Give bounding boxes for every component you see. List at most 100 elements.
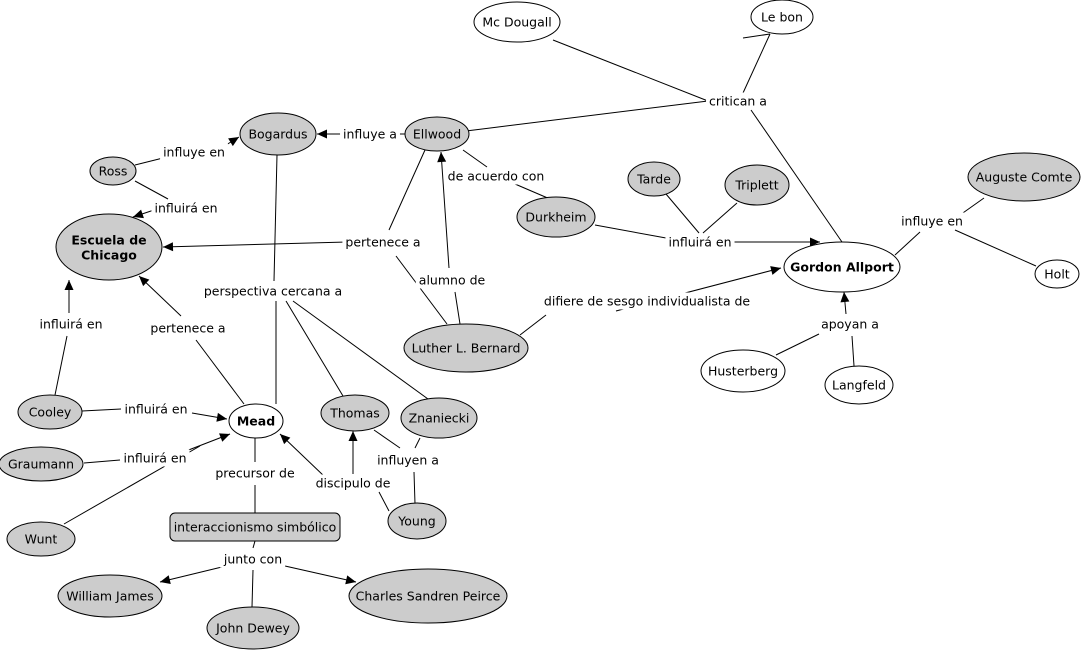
link-label-background [340, 125, 400, 143]
concept-label: Auguste Comte [976, 170, 1073, 185]
concept-tarde[interactable]: Tarde [627, 161, 681, 197]
concept-comte[interactable]: Auguste Comte [967, 152, 1081, 202]
concept-label: Thomas [329, 406, 380, 421]
concept-triplett[interactable]: Triplett [724, 164, 790, 206]
connector-line [514, 183, 551, 200]
link-label-background [212, 464, 298, 482]
concept-bernard[interactable]: Luther L. Bernard [403, 323, 529, 373]
concept-shape [6, 521, 76, 557]
concept-mead[interactable]: Mead [228, 403, 284, 439]
connector-line [519, 314, 547, 336]
concept-peirce[interactable]: Charles Sandren Peirce [348, 568, 508, 624]
link-label-background [147, 319, 229, 337]
link-label-text: apoyan a [821, 317, 879, 332]
link-label-text: influirá en [124, 402, 187, 417]
connector-line [594, 224, 667, 239]
concept-cooley[interactable]: Cooley [17, 394, 83, 430]
concept-label: interaccionismo simbólico [174, 520, 337, 535]
concept-shape [169, 512, 341, 542]
link-label-pertenece-ellwood: pertenece a [342, 233, 424, 251]
link-label-background [898, 212, 966, 230]
concept-lebon[interactable]: Le bon [750, 0, 814, 35]
connector-line [742, 33, 771, 94]
link-label-background [665, 233, 735, 251]
connector-line [665, 193, 700, 234]
arrowhead [219, 433, 230, 442]
link-label-perspectiva: perspectiva cercana a [200, 282, 346, 300]
concept-znaniecki[interactable]: Znaniecki [400, 397, 478, 439]
connector-line [414, 437, 421, 449]
link-label-background [160, 143, 228, 161]
concept-james[interactable]: William James [57, 574, 163, 618]
link-label-influira-ross: influirá en [151, 199, 221, 217]
concept-allport[interactable]: Gordon Allport [783, 241, 901, 293]
link-label-background [121, 400, 191, 418]
link-label-background [200, 282, 346, 300]
connector-line [159, 565, 227, 583]
concept-bogardus[interactable]: Bogardus [239, 112, 317, 156]
concept-shape [387, 502, 447, 540]
concept-shape [228, 403, 284, 439]
concept-shape [516, 196, 596, 238]
connector-line [465, 100, 709, 132]
connector-line [750, 109, 843, 243]
concept-shape [1034, 259, 1080, 289]
concept-label: Durkheim [525, 210, 586, 225]
concept-husterberg[interactable]: Husterberg [700, 349, 786, 393]
concept-shape [206, 606, 300, 650]
link-label-influira-cooley-esc: influirá en [36, 315, 106, 333]
concept-mcdougall[interactable]: Mc Dougall [473, 1, 561, 43]
concept-shape [627, 161, 681, 197]
concept-langfeld[interactable]: Langfeld [824, 365, 894, 405]
arrowhead [317, 129, 327, 139]
arrowhead [348, 431, 358, 441]
concept-label: Wunt [25, 532, 58, 547]
link-label-precursor: precursor de [212, 464, 298, 482]
concept-label: William James [66, 589, 154, 604]
concept-dewey[interactable]: John Dewey [206, 606, 300, 650]
arrowhead [139, 276, 150, 287]
concept-label: Gordon Allport [790, 260, 894, 275]
concept-label: Cooley [29, 405, 72, 420]
concept-wunt[interactable]: Wunt [6, 521, 76, 557]
connector-line [440, 151, 450, 269]
concept-ross[interactable]: Ross [89, 156, 137, 186]
link-label-text: influirá en [154, 201, 217, 216]
concept-label: Mead [237, 414, 275, 429]
concept-label-line: Chicago [81, 247, 137, 262]
concept-durkheim[interactable]: Durkheim [516, 196, 596, 238]
arrowhead [810, 237, 820, 247]
concept-holt[interactable]: Holt [1034, 259, 1080, 289]
link-label-junto: junto con [219, 550, 286, 568]
concept-label: Husterberg [708, 364, 778, 379]
connector-line [273, 154, 278, 282]
link-label-text: influye en [901, 214, 963, 229]
concept-shape [700, 349, 786, 393]
connector-line [894, 231, 921, 256]
link-label-apoyan: apoyan a [818, 315, 882, 333]
concept-shape [57, 574, 163, 618]
arrowhead [133, 209, 144, 219]
concept-interaccionismo[interactable]: interaccionismo simbólico [169, 512, 341, 542]
concept-shape [750, 0, 814, 35]
concept-label: Young [397, 514, 435, 529]
arrowhead [280, 434, 291, 445]
connector-line [552, 39, 709, 102]
concept-label: Triplett [734, 178, 778, 193]
link-label-text: difiere de sesgo individualista de [544, 294, 750, 309]
connector-line [134, 157, 164, 166]
link-label-text: influirá en [123, 451, 186, 466]
concept-ellwood[interactable]: Ellwood [404, 116, 470, 152]
concept-thomas[interactable]: Thomas [320, 394, 390, 432]
concept-graumann[interactable]: Graumann [0, 446, 84, 482]
connector-line [378, 491, 390, 512]
link-label-influira-durkheim: influirá en [665, 233, 735, 251]
link-label-background [36, 315, 106, 333]
link-label-background [540, 292, 754, 310]
concept-young[interactable]: Young [387, 502, 447, 540]
link-label-text: critican a [709, 94, 767, 109]
